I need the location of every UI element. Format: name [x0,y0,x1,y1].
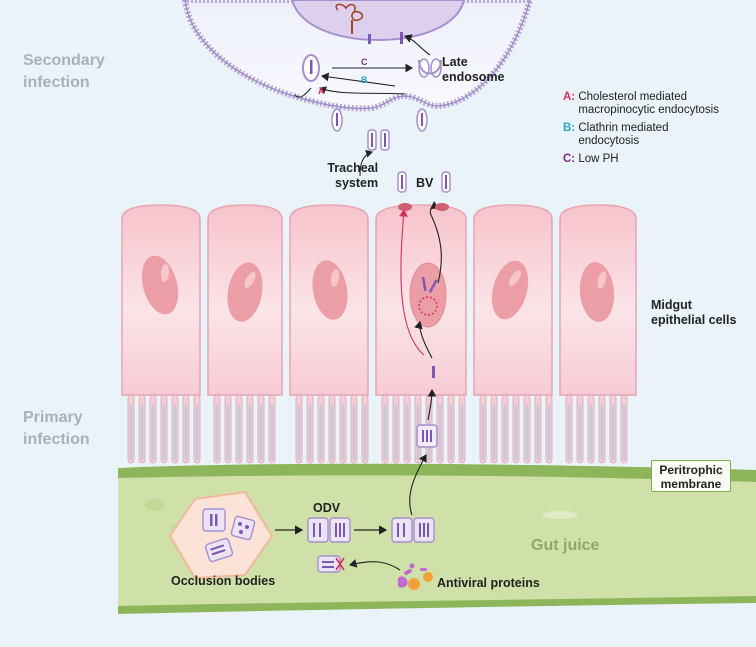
arrow-tracheal [359,149,373,177]
arrow-red-bypass [399,208,425,356]
pathway-c-label: C [361,57,368,67]
endosome-vesicles [302,54,442,132]
microvilli [127,394,628,464]
gut-juice-area [118,475,756,612]
block-x-icon [335,557,345,571]
legend-item-c: C: Low PH [563,153,619,165]
bv-label: BV [416,176,434,190]
arrow-b [320,72,396,87]
pathway-a-label: A [318,86,325,96]
pathway-b-label: B [361,75,368,85]
occlusion-body-virions [202,508,256,563]
odv-virions [307,517,435,543]
tracheal-virions [367,129,451,193]
arrow-to-nucleus [403,34,431,56]
arrow-a [319,86,406,95]
cell-nucleus [141,255,179,315]
antiviral-proteins-icon [397,563,433,590]
odv-label: ODV [313,501,341,515]
epithelial-cells [121,204,637,396]
occlusion-body-hexagon [168,490,274,580]
host-cell [181,0,534,112]
occlusion-bodies-label: Occlusion bodies [171,574,276,588]
arrow-bv-release [429,201,442,284]
gut-juice-label: Gut juice [531,537,600,554]
antiviral-proteins-label: Antiviral proteins [437,576,540,590]
